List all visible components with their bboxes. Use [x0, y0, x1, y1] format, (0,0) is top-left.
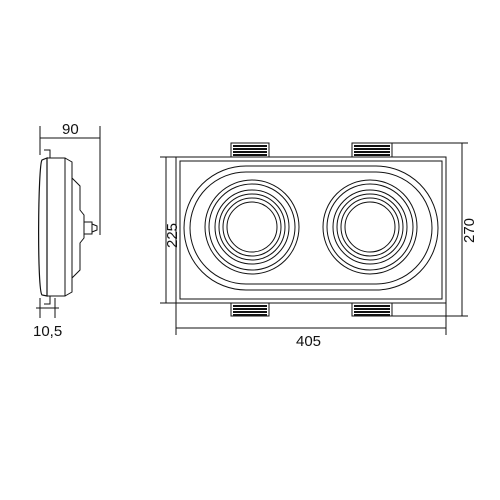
front-inner-frame: [179, 160, 443, 300]
front-stadium-inner: [189, 171, 433, 285]
lamp-right: [322, 179, 418, 275]
side-view: [36, 126, 101, 318]
dim-label-225: 225: [164, 223, 181, 248]
front-stadium-outer: [183, 165, 439, 291]
side-view-connector-tip: [91, 223, 98, 233]
dim-label-405: 405: [296, 333, 321, 350]
dim-label-270: 270: [461, 218, 478, 243]
side-view-clip-bottom: [44, 296, 51, 305]
side-view-clip-top: [44, 149, 51, 158]
side-view-face: [38, 157, 48, 297]
side-view-body: [46, 157, 66, 297]
side-view-rim: [64, 157, 73, 297]
dim-label-10-5: 10,5: [33, 323, 62, 340]
clip-top-right: [351, 142, 393, 158]
front-view: [160, 142, 468, 335]
clip-top-left: [230, 142, 270, 158]
clip-bottom-left: [230, 302, 270, 317]
lamp-left: [204, 179, 300, 275]
side-view-connector: [83, 221, 93, 235]
front-outer-frame: [175, 156, 447, 304]
dim-label-90: 90: [62, 121, 79, 138]
side-view-bracket: [71, 177, 85, 279]
clip-bottom-right: [351, 302, 393, 317]
